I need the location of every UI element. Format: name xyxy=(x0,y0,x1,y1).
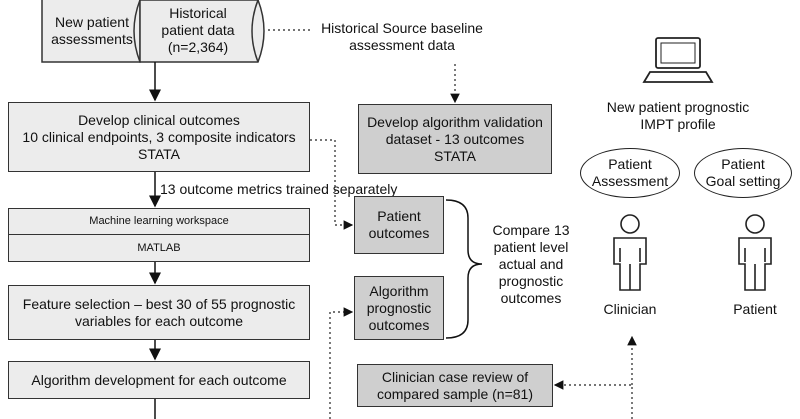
patient-person-icon xyxy=(738,214,772,291)
patient-label: Patient xyxy=(733,301,777,317)
compare-brace xyxy=(445,199,483,339)
dotted-to-case-review xyxy=(553,380,633,419)
ml-workspace-title: Machine learning workspace xyxy=(8,208,310,235)
laptop-icon xyxy=(642,37,714,83)
dotted-algorithm-to-prognostic-outcomes xyxy=(329,307,354,419)
clinician-label: Clinician xyxy=(603,301,657,317)
feature-selection-box: Feature selection – best 30 of 55 progno… xyxy=(8,285,310,340)
clinician-person-icon xyxy=(613,214,647,291)
algorithm-development-box: Algorithm development for each outcome xyxy=(8,361,310,399)
data-sources-cylinder xyxy=(41,0,265,63)
trained-separately-note: 13 outcome metrics trained separately xyxy=(160,181,398,197)
matlab-tool-label: MATLAB xyxy=(8,234,310,262)
